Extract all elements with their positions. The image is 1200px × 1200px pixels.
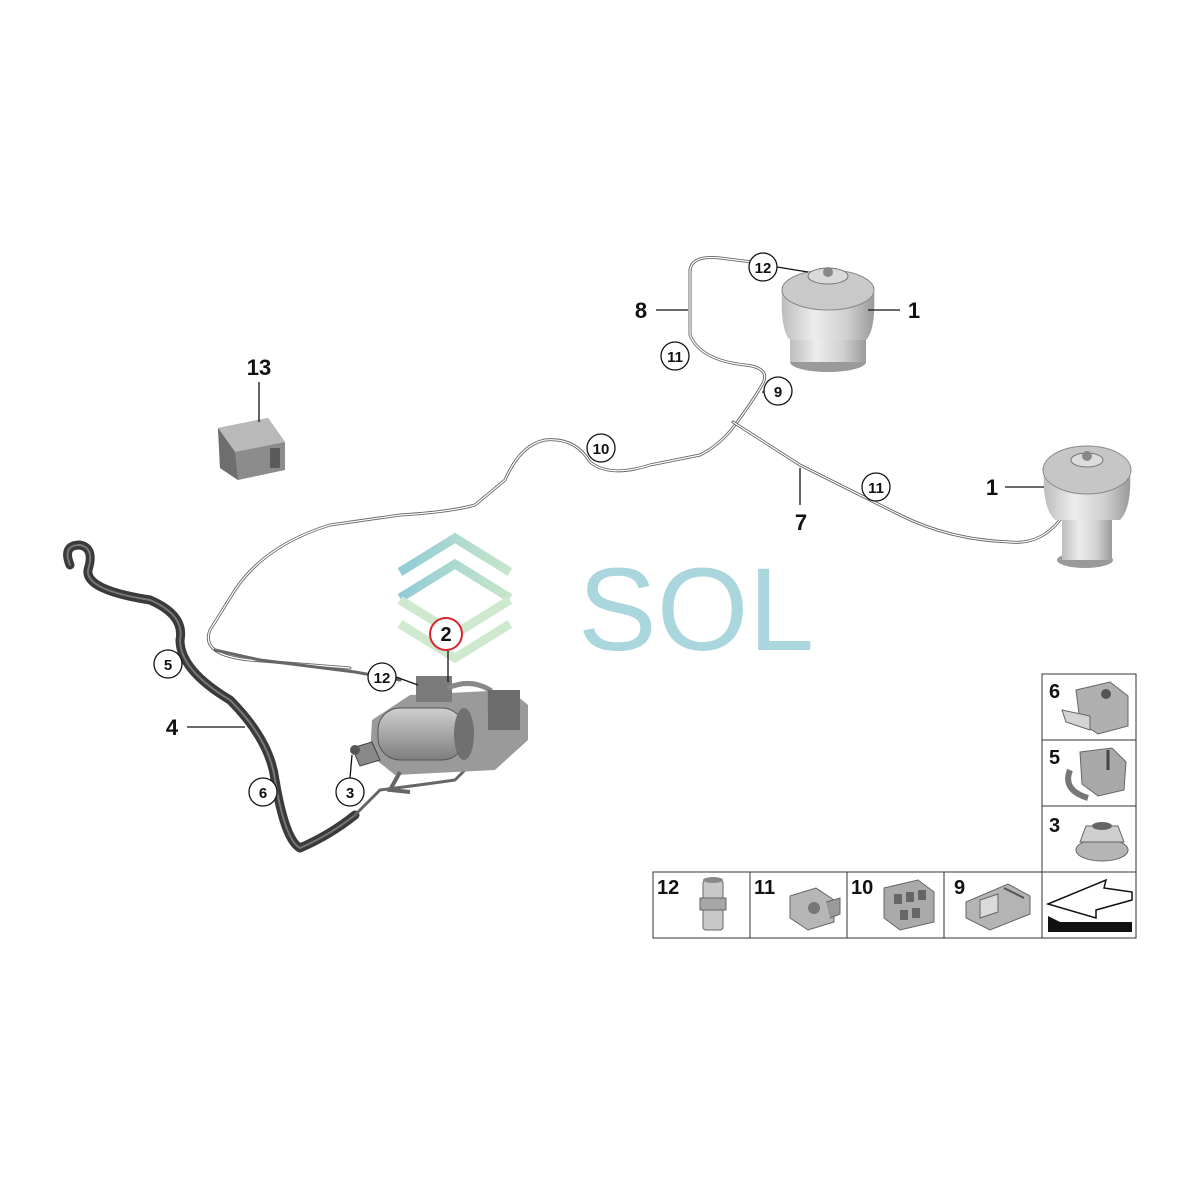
callout-2-text: 2 (440, 624, 451, 646)
parts-legend: 6 5 3 12 11 10 9 (652, 673, 1137, 939)
callout-7: 7 (795, 510, 807, 535)
callout-11-upper: 11 (660, 341, 690, 371)
callout-10-text: 10 (593, 441, 610, 458)
leader-lines (187, 266, 1044, 779)
connector-icon (699, 877, 727, 931)
air-spring-lower-icon (1042, 445, 1132, 568)
double-clip-icon (883, 879, 935, 931)
pipe-clip-icon (965, 883, 1031, 931)
legend-label-6: 6 (1049, 681, 1060, 703)
clip-block-icon (789, 887, 841, 931)
air-spring-upper-icon (781, 267, 875, 372)
callout-5: 5 (153, 649, 183, 679)
legend-label-5: 5 (1049, 747, 1060, 769)
callout-12-lower: 12 (367, 662, 397, 692)
arrow-icon (1045, 878, 1133, 932)
nut-icon (1075, 822, 1129, 862)
legend-label-3: 3 (1049, 815, 1060, 837)
callout-11-upper-text: 11 (667, 349, 683, 366)
legend-label-11: 11 (754, 877, 775, 899)
callout-13: 13 (247, 355, 271, 380)
callout-6: 6 (248, 777, 278, 807)
callout-1-upper: 1 (908, 298, 920, 323)
clamp-clip-icon (1065, 747, 1127, 801)
callout-11-right-text: 11 (868, 480, 884, 497)
callout-8: 8 (635, 298, 647, 323)
callout-10: 10 (586, 433, 616, 463)
callout-12-lower-text: 12 (374, 670, 391, 687)
callout-2: 2 (429, 617, 463, 651)
callout-12-upper-text: 12 (755, 260, 772, 277)
legend-label-10: 10 (851, 877, 873, 899)
legend-label-9: 9 (954, 877, 965, 899)
callout-12-upper: 12 (748, 252, 778, 282)
callout-3-text: 3 (346, 785, 354, 802)
callout-6-text: 6 (259, 785, 267, 802)
watermark-text: SOL (578, 544, 814, 676)
callout-11-right: 11 (861, 472, 891, 502)
callout-4: 4 (166, 715, 179, 740)
callout-3: 3 (335, 777, 365, 807)
control-module-icon (218, 418, 285, 480)
callout-9-text: 9 (774, 384, 782, 401)
air-compressor-icon (350, 676, 528, 794)
hose-clip-icon (1061, 681, 1129, 735)
callout-1-lower: 1 (986, 475, 998, 500)
air-lines (63, 256, 1077, 853)
callout-5-text: 5 (164, 657, 172, 674)
callout-9: 9 (763, 376, 793, 406)
legend-label-12: 12 (657, 877, 679, 899)
